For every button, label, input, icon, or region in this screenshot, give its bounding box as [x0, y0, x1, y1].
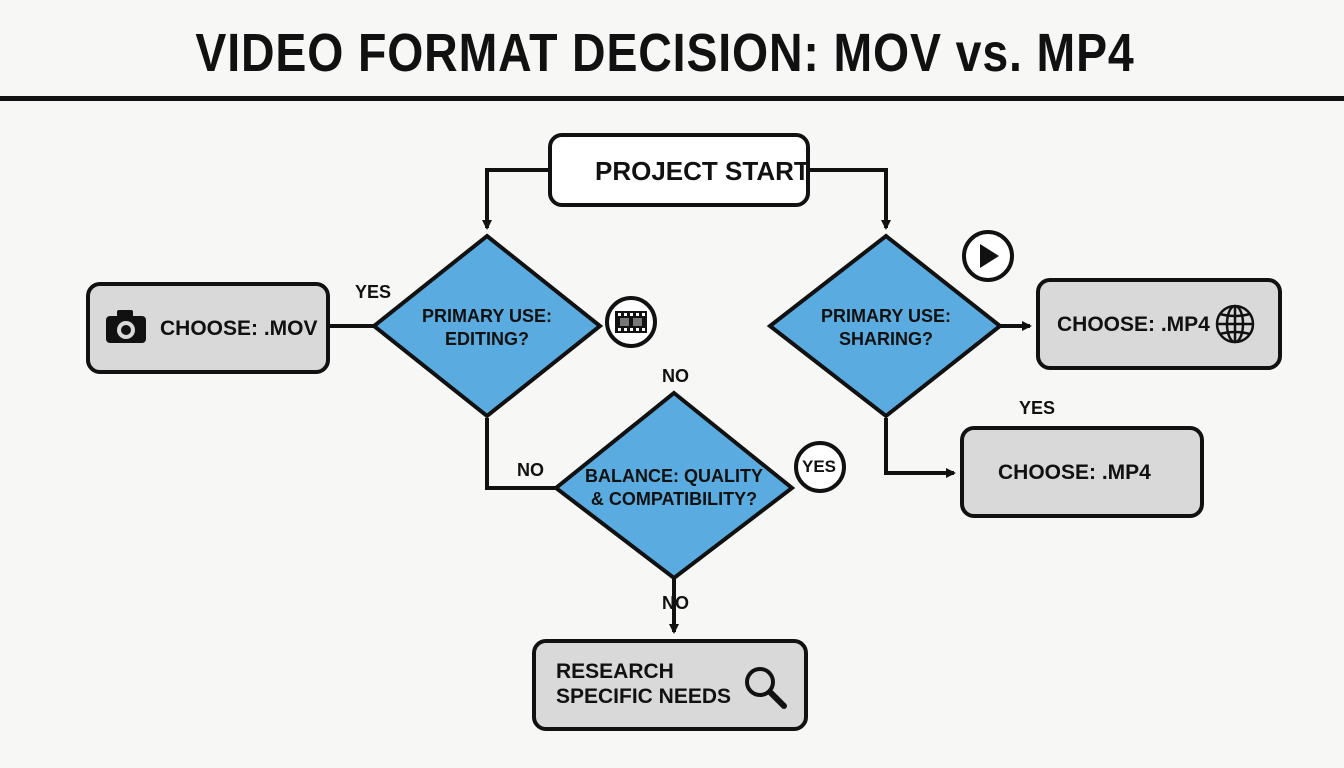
choose-mp4-bottom-box: [960, 426, 1204, 518]
balance-decision-label: BALANCE: QUALITY & COMPATIBILITY?: [585, 466, 763, 509]
edge-start-to-editing: [482, 168, 550, 230]
edge-label-editing-yes: YES: [355, 282, 392, 302]
edge-label-editing-no-top: NO: [662, 366, 689, 386]
globe-icon: [1215, 304, 1255, 344]
title-divider: [0, 96, 1344, 101]
play-icon: [962, 230, 1014, 282]
research-label: RESEARCH SPECIFIC NEEDS: [556, 660, 732, 708]
diagram-title: VIDEO FORMAT DECISION: MOV vs. MP4: [195, 23, 1135, 83]
connectors: [328, 168, 1032, 634]
research-box: [532, 639, 808, 731]
film-strip-icon: [605, 296, 657, 348]
edge-editing-to-balance: [485, 418, 556, 490]
choose-mov-label: CHOOSE: .MOV: [160, 317, 318, 340]
start-label: PROJECT START: [595, 156, 810, 186]
decision-sharing: [766, 233, 1004, 419]
choose-mp4-bottom-label: CHOOSE: .MP4: [998, 461, 1151, 484]
decision-editing: [370, 233, 604, 419]
balance-yes-badge: [794, 441, 846, 493]
magnifier-icon: [745, 667, 787, 709]
edge-label-balance-no: NO: [662, 593, 689, 613]
edge-start-to-sharing: [808, 168, 891, 230]
start-node: [548, 133, 810, 207]
decision-balance: [552, 390, 796, 581]
editing-decision-label: PRIMARY USE: EDITING?: [421, 306, 553, 349]
camera-icon: [106, 310, 146, 343]
choose-mp4-top-label: CHOOSE: .MP4: [1057, 313, 1210, 336]
choose-mov-box: [86, 282, 330, 374]
edge-sharing-to-mp4-bottom: [884, 418, 956, 478]
sharing-decision-label: PRIMARY USE: SHARING?: [820, 306, 952, 349]
edge-label-editing-no-left: NO: [517, 460, 544, 480]
edge-label-balance-yes: YES: [802, 457, 837, 476]
edge-label-sharing-yes: YES: [1019, 398, 1056, 418]
choose-mp4-top-box: [1036, 278, 1282, 370]
